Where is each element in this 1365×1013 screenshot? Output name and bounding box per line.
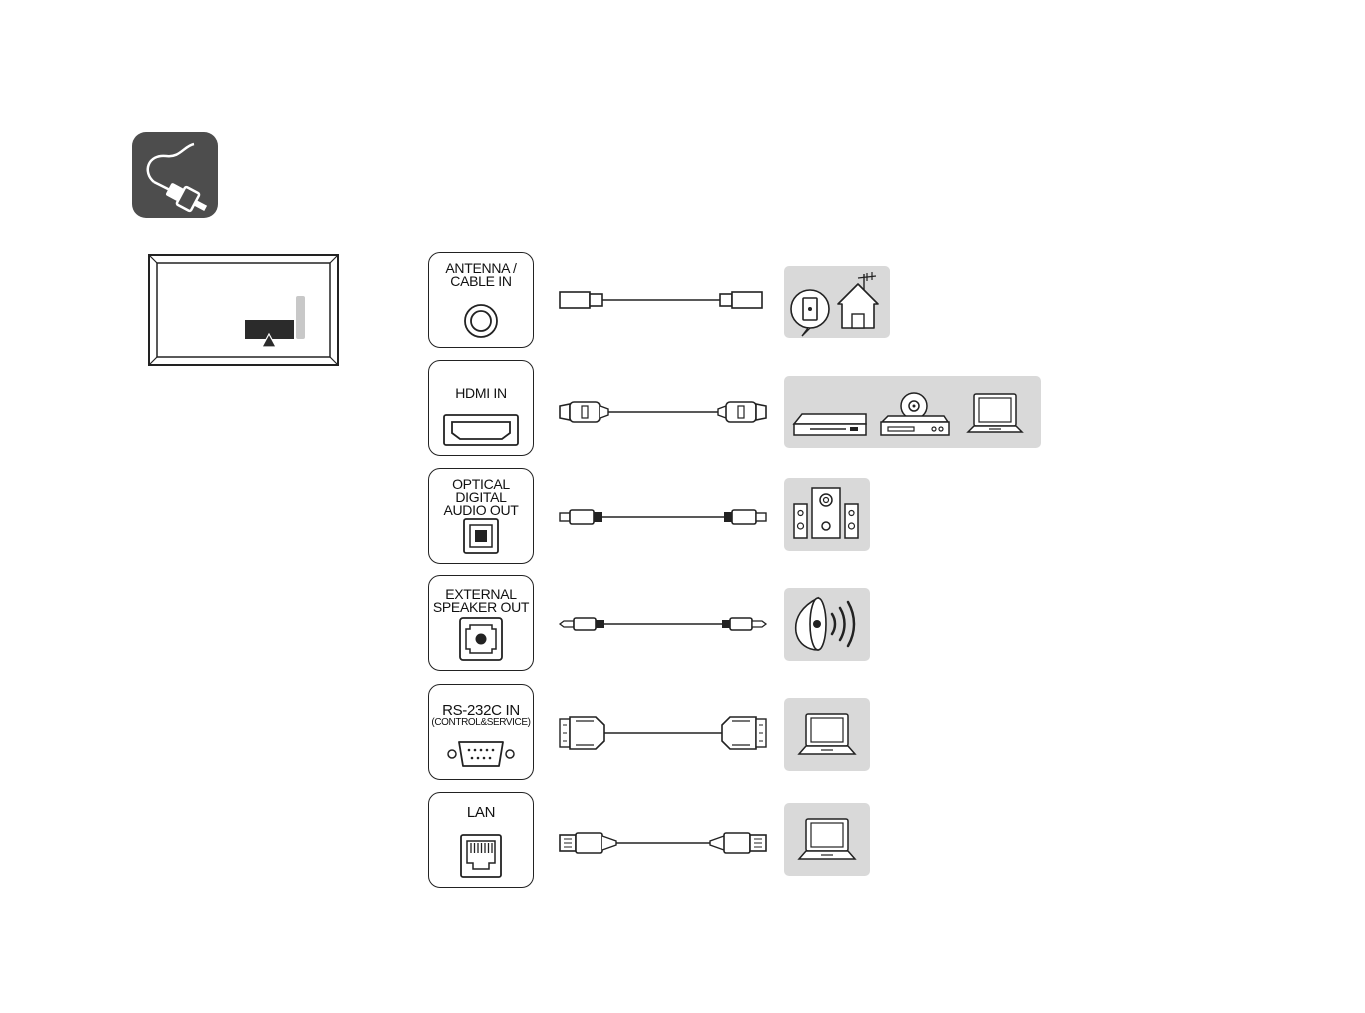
cable-plug-icon [132,132,218,218]
optical-cable [556,497,770,537]
port-label-hdmi: HDMI IN [455,387,507,400]
port-lan: LAN [428,792,534,888]
connections-section-icon [132,132,218,218]
tv-back-icon [148,254,340,367]
hdmi-cable-icon [556,392,770,432]
audio-jack-icon [458,616,504,662]
port-rs232c-in: RS-232C IN (CONTROL&SERVICE) [428,684,534,780]
port-label-antenna: ANTENNA / CABLE IN [445,262,516,288]
port-sublabel-rs232: (CONTROL&SERVICE) [431,717,530,728]
port-optical-digital-audio-out: OPTICAL DIGITAL AUDIO OUT [428,468,534,564]
hdmi-cable [556,392,770,432]
devices-hdmi [784,376,1041,448]
coaxial-cable [556,280,770,320]
port-label-rs232: RS-232C IN [442,704,520,717]
port-antenna-cable-in: ANTENNA / CABLE IN [428,252,534,348]
antenna-devices-icon [784,266,890,338]
rs232-cable-icon [556,713,770,753]
dvd-player-icon [881,393,949,435]
port-external-speaker-out: EXTERNAL SPEAKER OUT [428,575,534,671]
laptop-icon [784,803,870,876]
port-label-lan: LAN [467,806,495,819]
devices-lan [784,803,870,876]
lan-cable-icon [556,823,770,863]
hdmi-devices-icon [784,376,1041,448]
wall-antenna-icon [791,290,829,336]
speaker-system-icon [784,478,870,551]
optical-cable-icon [556,497,770,537]
house-antenna-icon [838,272,878,328]
speaker-sound-icon [784,588,870,661]
tv-rear-panel [148,254,340,367]
coaxial-cable-icon [556,280,770,320]
audio-cable-icon [556,604,770,644]
port-label-speaker: EXTERNAL SPEAKER OUT [433,588,529,614]
optical-port-icon [462,517,500,555]
rj45-port-icon [459,833,503,879]
set-top-box-icon [794,414,866,435]
dsub-port-icon [445,737,517,771]
devices-optical [784,478,870,551]
devices-rs232 [784,698,870,771]
audio-3.5mm-cable [556,604,770,644]
port-hdmi-in: HDMI IN [428,360,534,456]
laptop-icon [784,698,870,771]
devices-speaker [784,588,870,661]
devices-antenna [784,266,890,338]
coaxial-jack-icon [463,303,499,339]
laptop-icon [968,394,1022,432]
lan-cable [556,823,770,863]
port-label-optical: OPTICAL DIGITAL AUDIO OUT [443,478,518,517]
hdmi-port-icon [442,413,520,447]
rs232-cable [556,713,770,753]
